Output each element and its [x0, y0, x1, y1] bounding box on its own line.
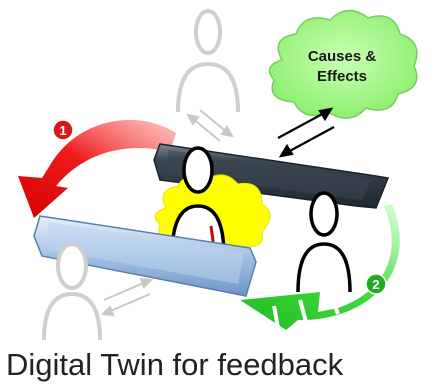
double-arrow-icon [186, 109, 234, 142]
light-bar [33, 215, 257, 297]
red-curved-arrow [18, 119, 176, 218]
badge-2-label: 2 [372, 277, 379, 292]
caption: Digital Twin for feedback [6, 347, 344, 382]
badge-1-label: 1 [59, 123, 66, 138]
dark-bar [153, 143, 390, 209]
person-icon [176, 9, 240, 113]
cloud-text-line2: Effects [317, 68, 367, 85]
cloud-text-line1: Causes & [308, 48, 377, 65]
green-curved-arrow [240, 204, 400, 330]
person-icon [42, 242, 102, 341]
double-arrow-icon [277, 107, 335, 158]
badge-1: 1 [52, 119, 74, 141]
causes-effects-cloud: Causes & Effects [268, 9, 418, 119]
person-icon [296, 191, 352, 293]
badge-2: 2 [365, 273, 387, 295]
double-arrow-icon [100, 277, 154, 317]
